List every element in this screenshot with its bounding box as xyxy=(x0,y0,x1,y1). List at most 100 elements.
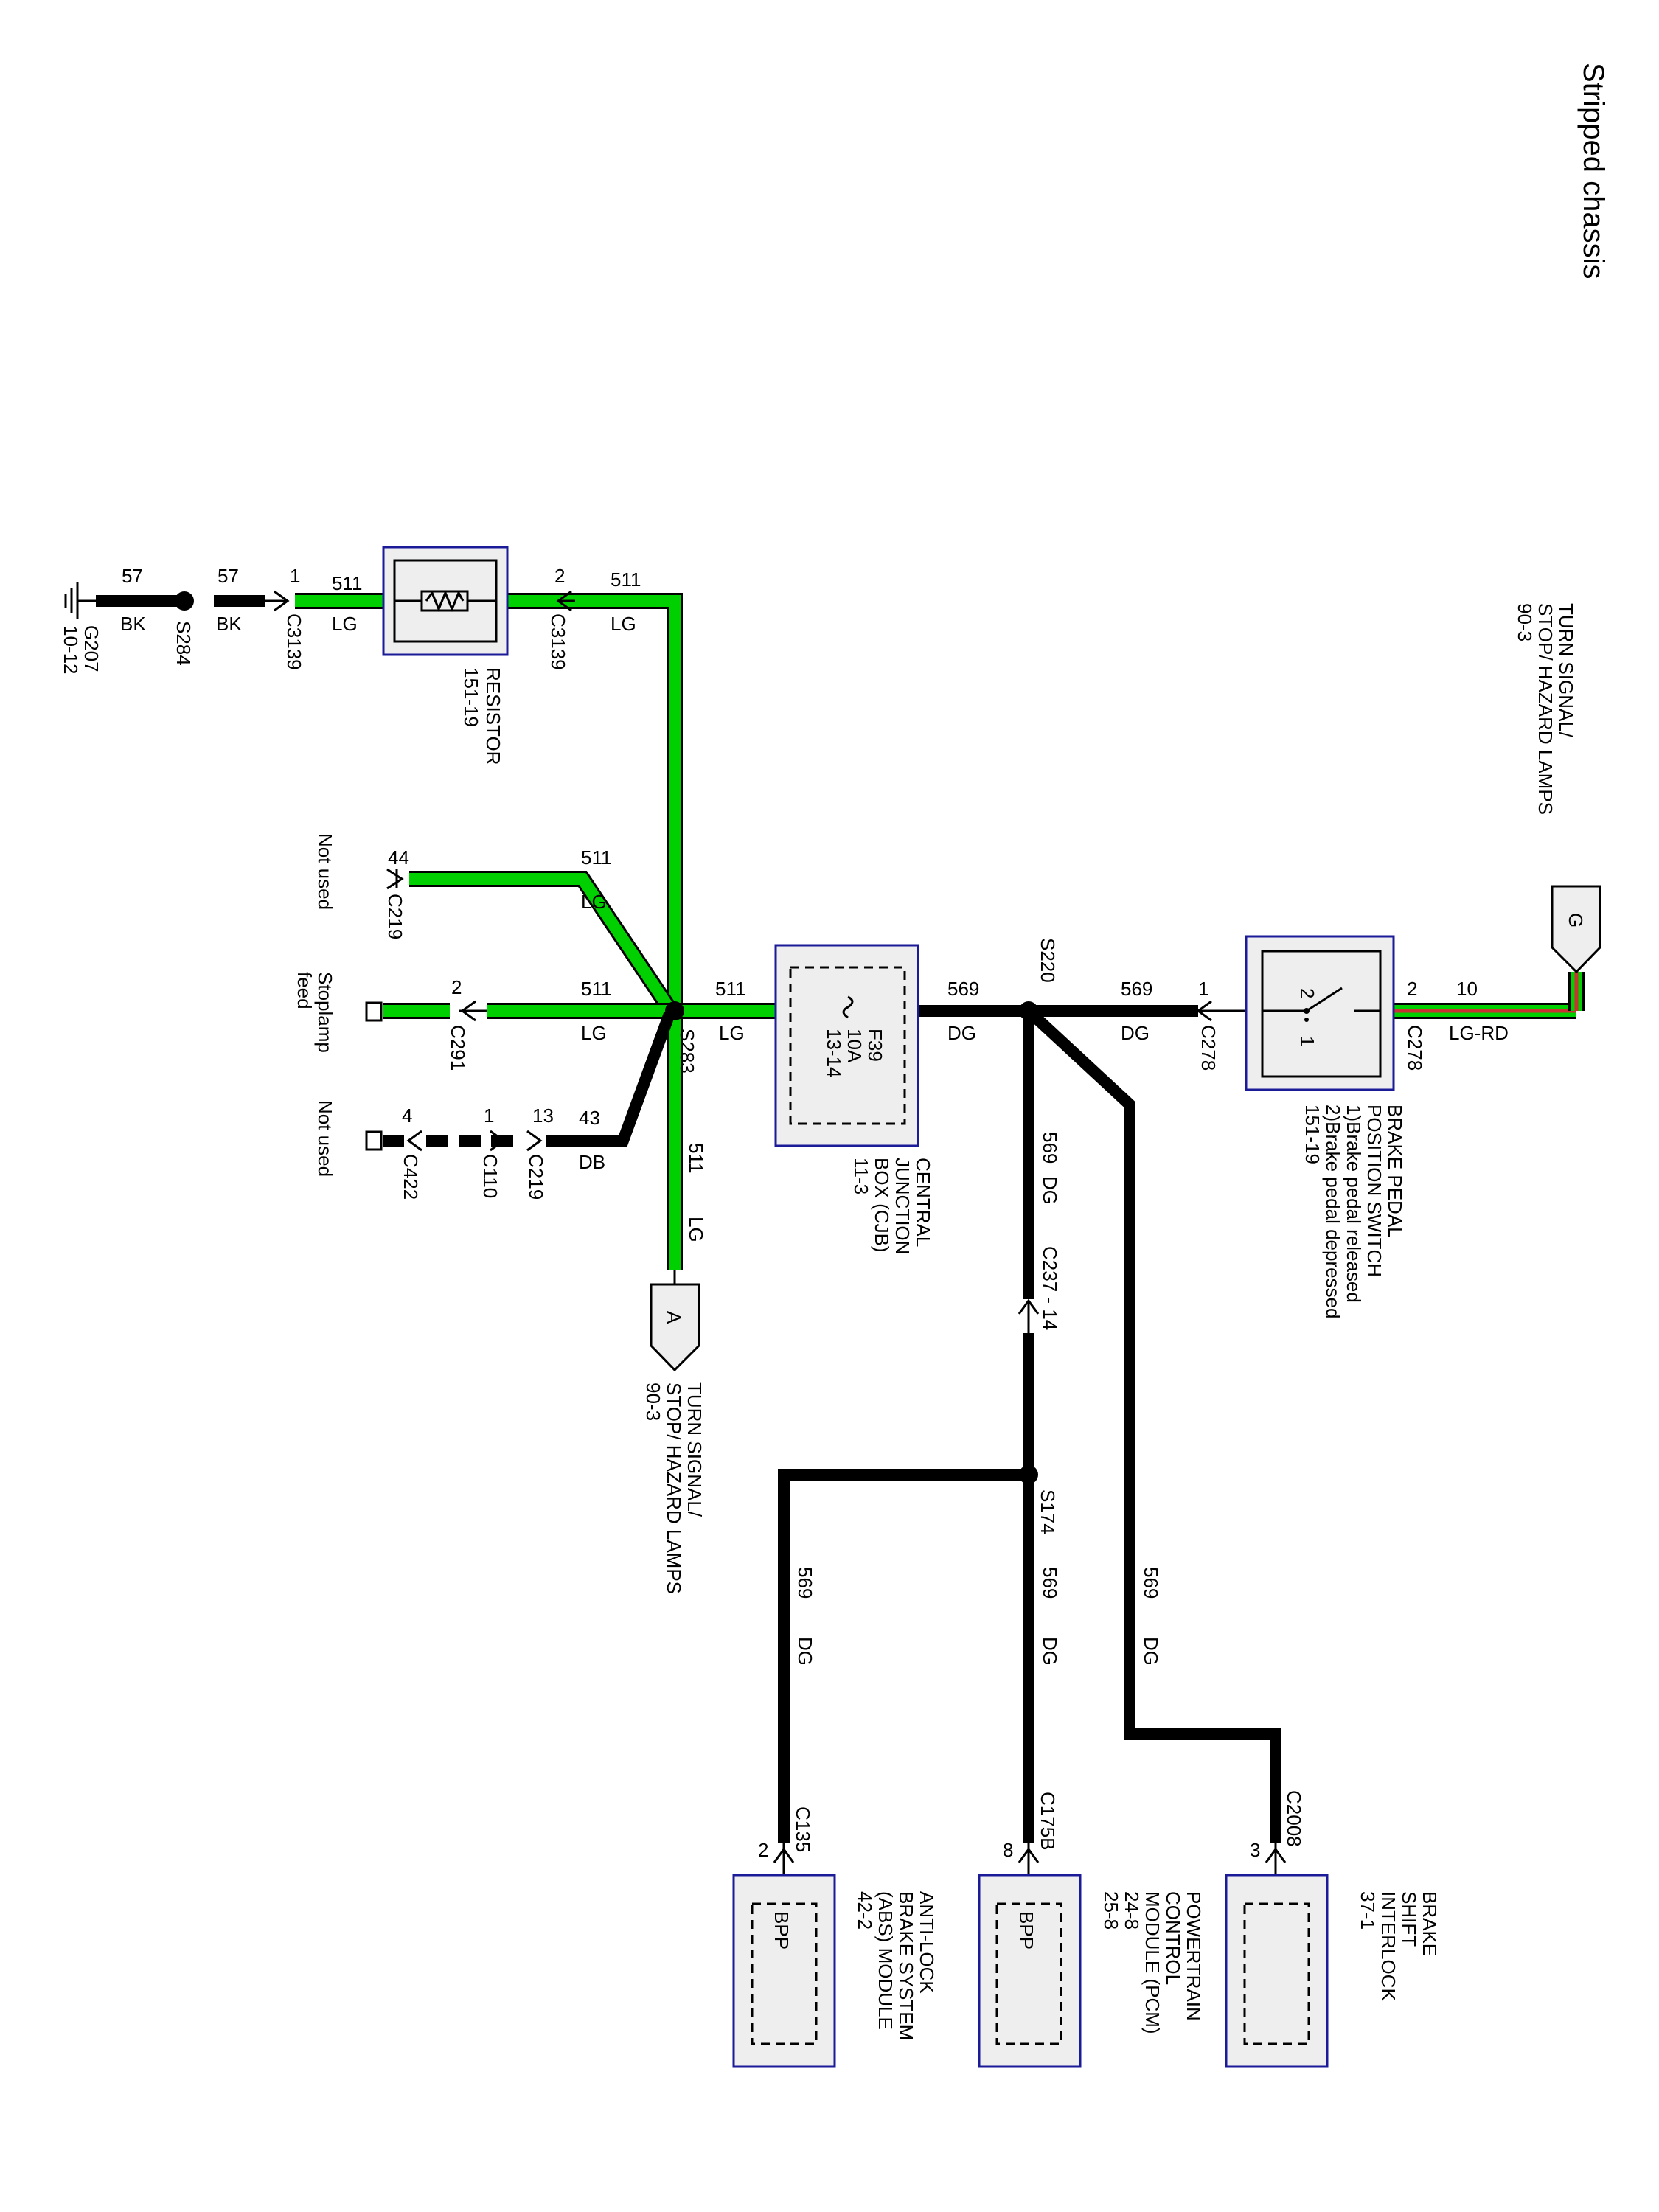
circuit-cjbin-color: DG xyxy=(947,1022,976,1044)
c278b-pin: 2 xyxy=(1407,978,1417,1000)
circuit-gnd1-color: BK xyxy=(120,613,146,635)
circuit-swin-color: LG-RD xyxy=(1449,1022,1509,1044)
c291-id: C291 xyxy=(447,1025,469,1071)
connector-c278-pin1 xyxy=(1196,1000,1246,1022)
circuit-cjbout-num: 511 xyxy=(715,978,745,1000)
circuit-stoplamp-color: LG xyxy=(581,1022,607,1044)
abs-label-3: (ABS) MODULE xyxy=(874,1891,897,2030)
cjb-label-2: JUNCTION xyxy=(891,1158,914,1254)
pcm-label-5: 25-8 xyxy=(1100,1891,1122,1930)
resistor-icon xyxy=(420,590,469,612)
ref-g-label-1: TURN SIGNAL/ xyxy=(1555,603,1577,738)
cjb-label-4: 11-3 xyxy=(850,1158,872,1194)
pcm-inner xyxy=(995,1902,1062,2045)
connector-c237-14 xyxy=(1018,1298,1040,1333)
circuit-db-num: 43 xyxy=(579,1107,600,1129)
ground-icon xyxy=(64,582,96,619)
circuit-swin-num: 10 xyxy=(1456,978,1478,1000)
bpp-label-4: 2)Brake pedal depressed xyxy=(1322,1105,1344,1319)
wire-569-dg-bsi xyxy=(1024,1006,1281,1843)
circuit-gnd2-color: BK xyxy=(216,613,242,635)
cjb-fuse: F39 xyxy=(864,1029,886,1062)
c175b-pin: 8 xyxy=(1003,1839,1013,1861)
cjb-box xyxy=(774,944,919,1147)
circuit-verta-color: LG xyxy=(685,1217,707,1242)
c175b-id: C175B xyxy=(1037,1792,1059,1851)
circuit-cjbout-color: LG xyxy=(719,1022,745,1044)
stoplamp-terminal xyxy=(365,1001,383,1022)
abs-label-2: BRAKE SYSTEM xyxy=(895,1891,917,2040)
cjb-inner xyxy=(789,966,906,1125)
abs-module-box xyxy=(732,1874,836,2068)
wire-569-dg-abs xyxy=(778,1469,1029,1843)
cjb-pins: 13-14 xyxy=(823,1029,845,1078)
ref-a-label-3: 90-3 xyxy=(642,1382,664,1421)
switch-icon xyxy=(1262,987,1380,1022)
splice-s283 xyxy=(665,1001,684,1020)
bsi-label-1: BRAKE xyxy=(1419,1891,1441,1956)
c237-id: C237 - 14 xyxy=(1039,1246,1061,1330)
splice-s284-label: S284 xyxy=(173,621,195,666)
circuit-s174down-num: 569 xyxy=(1039,1567,1061,1599)
splice-s174-label: S174 xyxy=(1037,1489,1059,1534)
circuit-stoplamp-num: 511 xyxy=(581,978,611,1000)
circuit-s220down-num: 569 xyxy=(1039,1132,1061,1164)
circuit-bsi-num: 569 xyxy=(1140,1567,1162,1599)
notused-1: Not used xyxy=(314,833,336,910)
pcm-label-1: POWERTRAIN xyxy=(1183,1891,1205,2021)
bsi-inner xyxy=(1243,1902,1310,2045)
pcm-label-3: MODULE (PCM) xyxy=(1141,1891,1164,2034)
resistor-ref: 151-19 xyxy=(460,667,482,727)
pcm-label-4: 24-8 xyxy=(1121,1891,1143,1930)
splice-s220 xyxy=(1019,1001,1038,1020)
circuit-s220down-color: DG xyxy=(1039,1176,1061,1205)
abs-label-4: 42-2 xyxy=(854,1891,876,1930)
resistor-label: RESISTOR xyxy=(482,667,504,765)
pcm-label-2: CONTROL xyxy=(1162,1891,1184,1985)
notused-terminal xyxy=(365,1130,383,1151)
c110-pin: 1 xyxy=(484,1105,494,1127)
c422-pin: 4 xyxy=(402,1105,412,1127)
circuit-resin-color: LG xyxy=(332,613,358,635)
c219a-id: C219 xyxy=(384,894,406,939)
abs-signal: BPP xyxy=(771,1911,793,1950)
circuit-notused1-num: 511 xyxy=(581,846,611,869)
stoplamp-feed-2: feed xyxy=(293,972,316,1009)
c219b-pin: 13 xyxy=(532,1105,554,1127)
pcm-signal: BPP xyxy=(1015,1911,1037,1950)
c3139b-pin: 2 xyxy=(554,565,565,587)
ref-g-letter: G xyxy=(1565,913,1587,928)
c219b-id: C219 xyxy=(525,1154,547,1200)
splice-s284 xyxy=(175,591,194,611)
fuse-icon xyxy=(842,995,854,1019)
c3139a-id: C3139 xyxy=(283,613,305,670)
circuit-cjbin-num: 569 xyxy=(947,978,979,1000)
bpp-term-1: 1 xyxy=(1296,1036,1318,1046)
bpp-term-2: 2 xyxy=(1296,988,1318,998)
page-title: Stripped chassis xyxy=(1577,63,1610,279)
splice-s220-label: S220 xyxy=(1037,938,1059,983)
circuit-resout-num: 511 xyxy=(611,568,641,591)
connector-c219-pin44 xyxy=(386,868,404,890)
connector-c3139-pin2 xyxy=(556,590,575,612)
ref-a-label-2: STOP/ HAZARD LAMPS xyxy=(663,1382,685,1594)
circuit-resin-num: 511 xyxy=(332,572,362,594)
bpp-label-2: POSITION SWITCH xyxy=(1363,1105,1385,1277)
ref-a-label-1: TURN SIGNAL/ xyxy=(684,1382,706,1517)
abs-label-1: ANTI-LOCK xyxy=(916,1891,938,1994)
stoplamp-feed-1: Stoplamp xyxy=(314,972,336,1053)
circuit-resout-color: LG xyxy=(611,613,636,635)
c3139a-pin: 1 xyxy=(290,565,300,587)
ground-id: G207 xyxy=(80,625,102,672)
circuit-abs-num: 569 xyxy=(794,1567,816,1599)
ref-g-pentagon xyxy=(1551,885,1601,974)
notused-2: Not used xyxy=(314,1100,336,1177)
c219a-pin: 44 xyxy=(388,846,409,869)
circuit-s174down-color: DG xyxy=(1039,1637,1061,1666)
ref-a-pentagon xyxy=(650,1283,700,1372)
wire-43-db xyxy=(546,1012,675,1147)
c135-pin: 2 xyxy=(758,1839,768,1861)
bpp-label-5: 151-19 xyxy=(1301,1105,1324,1164)
cjb-label-1: CENTRAL xyxy=(912,1158,934,1247)
